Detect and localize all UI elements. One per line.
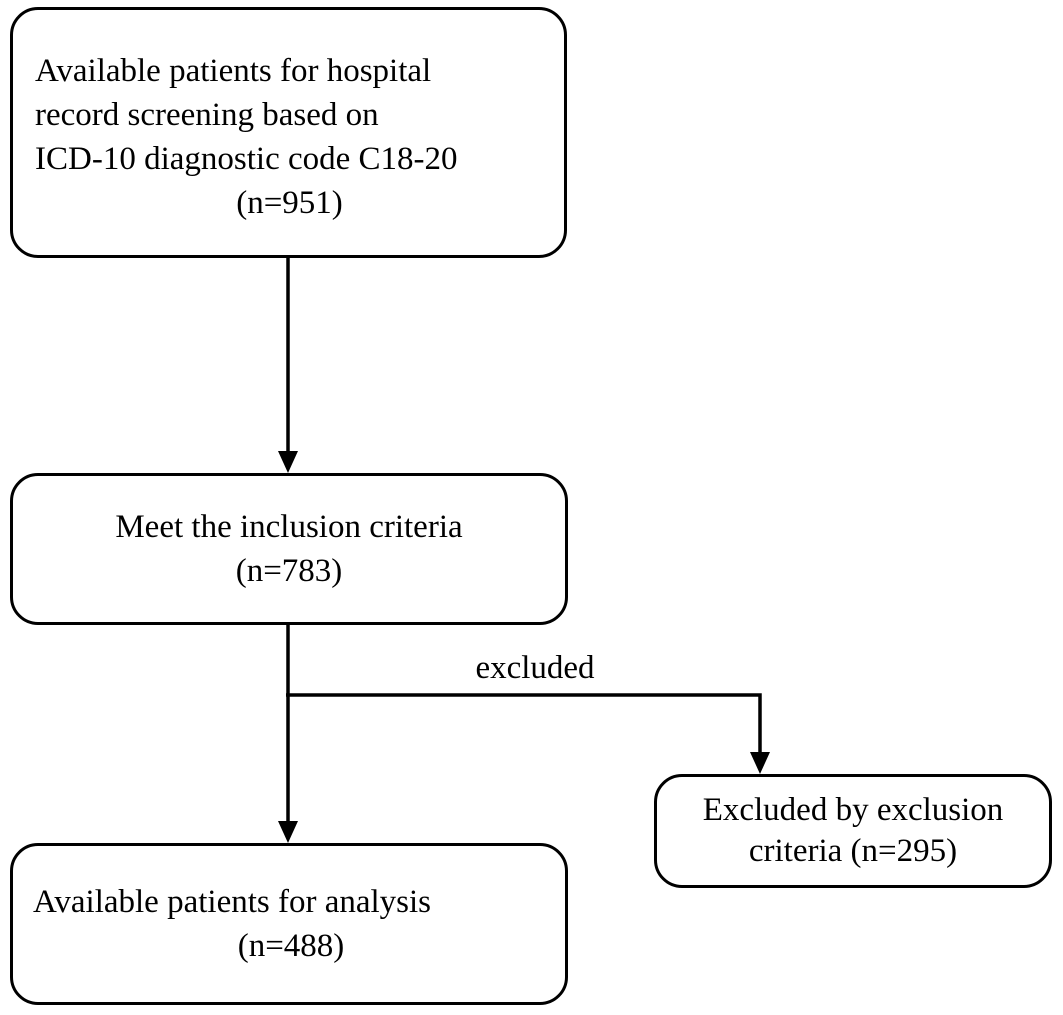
box-screening-line-3: ICD-10 diagnostic code C18-20 <box>35 140 458 177</box>
arrow-exclusion-branch <box>286 693 770 774</box>
box-inclusion: Meet the inclusion criteria (n=783) <box>10 473 568 625</box>
box-exclusion-line-2: criteria (n=295) <box>748 833 958 869</box>
arrow-screening-to-inclusion <box>278 256 298 473</box>
box-screening-count: (n=951) <box>236 184 343 221</box>
box-screening: Available patients for hospital record s… <box>10 7 567 258</box>
box-inclusion-line-1: Meet the inclusion criteria <box>115 509 463 545</box>
box-exclusion-line-1: Excluded by exclusion <box>702 792 1004 828</box>
box-analysis-count: (n=488) <box>237 928 345 964</box>
box-screening-line-2: record screening based on <box>35 96 379 133</box>
excluded-edge-label: excluded <box>475 650 595 686</box>
box-analysis-line-1: Available patients for analysis <box>33 884 432 920</box>
box-inclusion-count: (n=783) <box>235 553 343 589</box>
box-exclusion: Excluded by exclusion criteria (n=295) <box>654 774 1052 888</box>
box-screening-line-1: Available patients for hospital <box>35 52 432 89</box>
box-analysis: Available patients for analysis (n=488) <box>10 843 568 1005</box>
arrow-inclusion-to-analysis <box>278 623 298 843</box>
